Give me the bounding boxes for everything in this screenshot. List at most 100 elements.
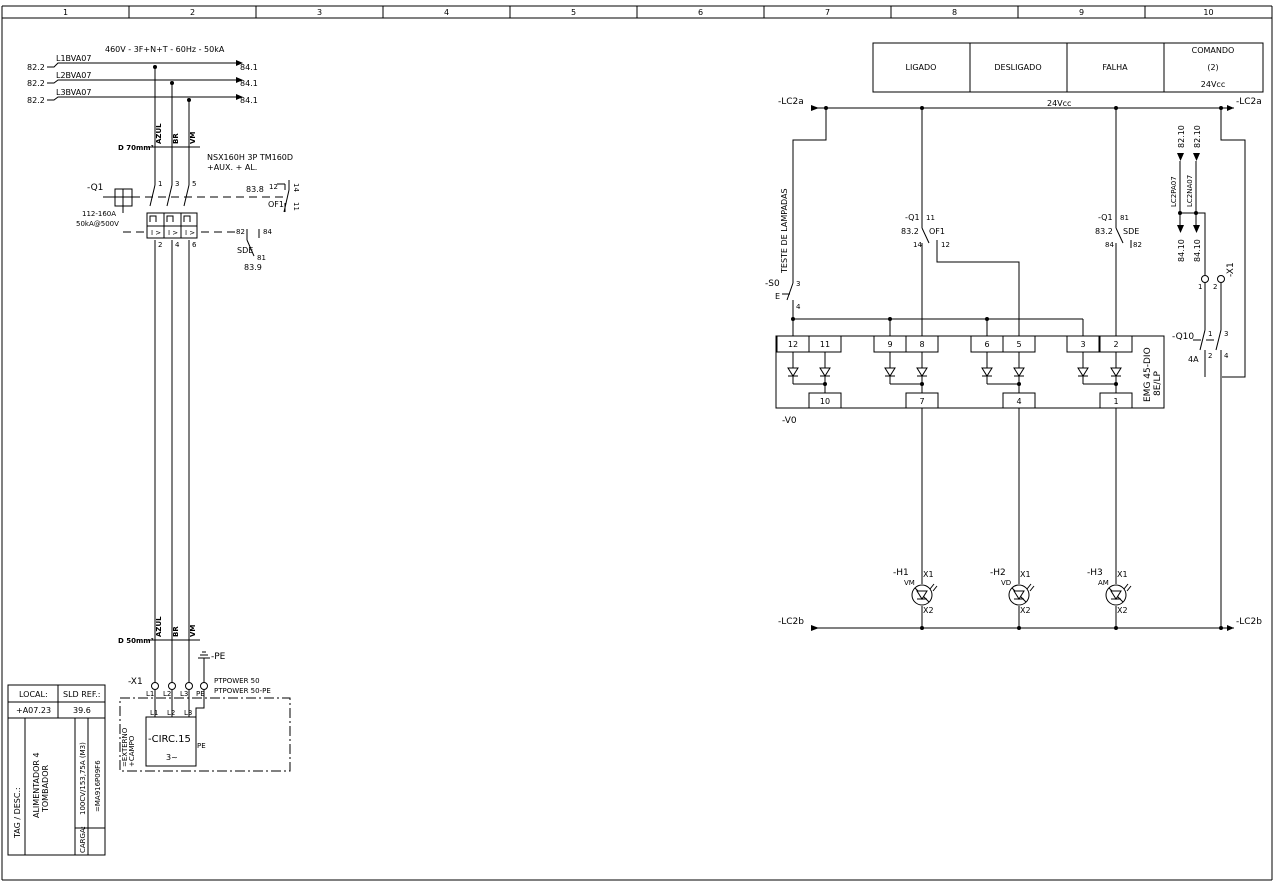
lamp-x1: X1: [923, 570, 934, 579]
q1of1-name: OF1: [929, 227, 945, 236]
q1of1-t12: 12: [941, 241, 950, 249]
module-term-12: 12: [788, 340, 798, 349]
column-label-10: 10: [1203, 8, 1213, 17]
cable-ptpower: PTPOWER 50: [214, 677, 260, 685]
s0-tag: -S0: [765, 279, 780, 289]
trip-glyph-1: I >: [151, 229, 161, 237]
column-label-7: 7: [825, 8, 830, 17]
breaker-q1: NSX160H 3P TM160D +AUX. + AL. -Q1 112-16…: [76, 153, 293, 249]
rail-top-right-label: -LC2a: [1236, 97, 1262, 107]
column-label-2: 2: [190, 8, 195, 17]
breaker-model-sub: +AUX. + AL.: [207, 163, 257, 172]
motor-tag: -CIRC.15: [148, 734, 191, 745]
q10-t3: 3: [1224, 330, 1228, 338]
module-tag: -V0: [782, 416, 797, 426]
module-term-3: 3: [1080, 340, 1085, 349]
column-label-6: 6: [698, 8, 703, 17]
aux-contact-of1: 83.8 12 14 11 OF1: [246, 180, 300, 213]
module-out-7: 7: [919, 397, 924, 406]
line1-from: 82.2: [27, 63, 45, 72]
rail-bottom-right-label: -LC2b: [1236, 617, 1262, 627]
column-label-4: 4: [444, 8, 449, 17]
column-label-1: 1: [63, 8, 68, 17]
feeder1-name: LC2PA07: [1170, 176, 1178, 207]
wire-tag-3: VM: [189, 132, 197, 144]
q1of1-ref: 83.2: [901, 227, 919, 236]
header-comando-volt: 24Vcc: [1201, 80, 1225, 89]
sld-value: 39.6: [73, 706, 91, 715]
local-label: LOCAL:: [19, 690, 48, 699]
lamp-x2: X2: [923, 606, 934, 615]
line3-to: 84.1: [240, 96, 258, 105]
q1-term-4: 4: [175, 241, 180, 249]
rail-bottom-label: -LC2b: [778, 617, 804, 627]
rail-top-label: -LC2a: [778, 97, 804, 107]
rail-top: -LC2a 24Vcc -LC2a: [778, 97, 1262, 111]
q1of1-tag: -Q1: [905, 213, 920, 222]
module-term-11: 11: [820, 340, 830, 349]
sde-ref: 83.9: [244, 263, 262, 272]
module-term-5: 5: [1016, 340, 1021, 349]
sde-t81: 81: [257, 254, 266, 262]
tag-label: TAG / DESC.:: [13, 787, 22, 839]
of1-name: OF1: [268, 200, 284, 209]
lamp-tag: -H3: [1087, 568, 1103, 578]
module-out-10: 10: [820, 397, 830, 406]
phase-conductors: [154, 67, 190, 683]
of1-t14: 14: [292, 183, 300, 192]
lamp-x2: X2: [1117, 606, 1128, 615]
motor-term-l2: L2: [167, 709, 175, 717]
wire-tag-2: BR: [172, 133, 180, 144]
lamp-x1: X1: [1020, 570, 1031, 579]
x1-term-pe: PE: [196, 690, 205, 698]
q1sde-t84: 84: [1105, 241, 1114, 249]
module-out-1: 1: [1113, 397, 1118, 406]
lamp-test-switch-s0: TESTE DE LAMPADAS -S0 E 3 4: [765, 108, 1084, 336]
x1-term-l3: L3: [180, 690, 188, 698]
q10-t1: 1: [1208, 330, 1212, 338]
x1c-t1: 1: [1198, 283, 1202, 291]
sde-name: SDE: [237, 246, 253, 255]
q1sde-t82: 82: [1133, 241, 1142, 249]
supply-label: 460V - 3F+N+T - 60Hz - 50kA: [105, 45, 225, 54]
of1-t11: 11: [292, 202, 300, 211]
cable-top-label: D 70mm²: [118, 144, 154, 152]
q1sde-name: SDE: [1123, 227, 1139, 236]
sde-t84: 84: [263, 228, 272, 236]
desc-line1: ALIMENTADOR 4: [32, 752, 41, 818]
column-label-3: 3: [317, 8, 322, 17]
q1-term-1: 1: [158, 180, 162, 188]
wire-tag-1: AZUL: [155, 123, 163, 144]
rail-voltage: 24Vcc: [1047, 99, 1071, 108]
q1sde-t81: 81: [1120, 214, 1129, 222]
feeder2-to: 84.10: [1193, 239, 1202, 262]
q10-t2: 2: [1208, 352, 1212, 360]
feeder1-to: 84.10: [1177, 239, 1186, 262]
motor-term-l1: L1: [150, 709, 158, 717]
motor-circ15: L1 L2 L3 -CIRC.15 3~ PE =EXTERNO +CAMPO: [119, 697, 291, 772]
of1-ref: 83.8: [246, 185, 264, 194]
motor-location: =EXTERNO: [121, 727, 129, 767]
terminal-strip-x1: -X1 L1 L2 L3 PE PTPOWER 50 PTPOWER 50-PE: [128, 677, 271, 745]
line3-name: L3BVA07: [56, 88, 91, 97]
column-label-5: 5: [571, 8, 576, 17]
cable-bottom: D 50mm² AZUL BR VM: [118, 616, 200, 645]
cable-top: D 70mm² AZUL BR VM: [118, 123, 200, 152]
wire-tag-b3: VM: [189, 625, 197, 637]
q1sde-ref: 83.2: [1095, 227, 1113, 236]
line2-name: L2BVA07: [56, 71, 91, 80]
q1-sde-contact: -Q1 81 83.2 SDE 84 82: [1095, 108, 1142, 336]
q10-rating: 4A: [1188, 355, 1199, 364]
trip-glyph-2: I >: [168, 229, 178, 237]
q1sde-tag: -Q1: [1098, 213, 1113, 222]
module-name: EMG 45-DIO: [1143, 347, 1153, 402]
motor-phases: 3~: [166, 753, 178, 762]
line1-name: L1BVA07: [56, 54, 91, 63]
q1of1-t14: 14: [913, 241, 922, 249]
sld-label: SLD REF.:: [63, 690, 100, 699]
breaker-rating: 50kA@500V: [76, 220, 119, 228]
local-value: +A07.23: [16, 706, 51, 715]
status-header-table: LIGADO DESLIGADO FALHA COMANDO (2) 24Vcc: [872, 42, 1264, 93]
